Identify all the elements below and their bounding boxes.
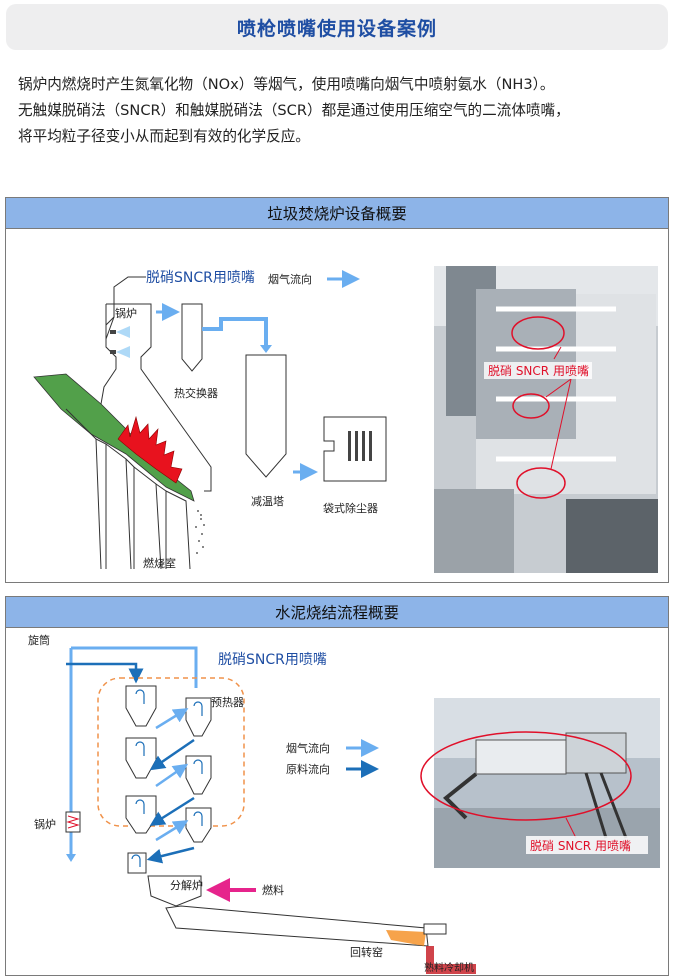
chamber-hopper-walls bbox=[95, 438, 167, 569]
incinerator-nozzle-label: 脱硝SNCR用喷嘴 bbox=[146, 270, 255, 286]
photo-highlight-2 bbox=[512, 393, 550, 419]
cyclone-label: 旋筒 bbox=[28, 633, 50, 647]
intro-line-1: 锅炉内燃烧时产生氮氧化物（NOx）等烟气，使用喷嘴向烟气中喷射氨水（NH3）。 bbox=[18, 76, 555, 93]
cement-diagram: 旋筒 脱硝SNCR用喷嘴 预热器 bbox=[28, 633, 660, 974]
calciner-label: 分解炉 bbox=[170, 878, 203, 892]
furnace-wall-left bbox=[100, 304, 117, 405]
calciner bbox=[147, 875, 202, 907]
cement-panel-header: 水泥烧结流程概要 bbox=[6, 597, 668, 628]
nozzle-icon-1 bbox=[110, 326, 130, 338]
incinerator-title: 垃圾焚烧炉设备概要 bbox=[267, 205, 407, 223]
incinerator-photo bbox=[434, 266, 658, 573]
cement-nozzle-label: 脱硝SNCR用喷嘴 bbox=[218, 652, 327, 668]
intro-line-3: 将平均粒子径变小从而起到有效的化学反应。 bbox=[18, 128, 310, 145]
photo-highlight-1 bbox=[511, 316, 565, 350]
boiler-box bbox=[65, 811, 81, 833]
rotary-kiln bbox=[165, 905, 429, 947]
incinerator-photo-caption: 脱硝 SNCR 用喷嘴 bbox=[488, 363, 589, 378]
incinerator-photo-caption-bg bbox=[484, 362, 592, 379]
intro-text: 锅炉内燃烧时产生氮氧化物（NOx）等烟气，使用喷嘴向烟气中喷射氨水（NH3）。 … bbox=[18, 72, 663, 150]
incinerator-panel: 垃圾焚烧炉设备概要 脱硝SNCR用喷嘴 锅炉 bbox=[5, 197, 669, 583]
top-duct-raw bbox=[66, 662, 144, 684]
cyclone-swirl-icons bbox=[131, 689, 203, 867]
raw-flow-label: 原料流向 bbox=[286, 762, 330, 776]
nozzle-icon-2 bbox=[110, 346, 130, 358]
cement-title: 水泥烧结流程概要 bbox=[274, 604, 399, 622]
waste-pile bbox=[33, 373, 195, 502]
furnace-wall-right bbox=[106, 303, 212, 492]
cement-photo-caption-bg bbox=[526, 836, 648, 854]
bag-filter-label: 袋式除尘器 bbox=[323, 501, 378, 515]
preheater-label: 预热器 bbox=[211, 696, 244, 709]
cement-photo-highlight bbox=[420, 731, 632, 821]
kiln-burner bbox=[423, 923, 447, 935]
cooler-label: 熟料冷却机 bbox=[424, 961, 474, 974]
heat-exchanger-label: 热交换器 bbox=[174, 386, 218, 400]
boiler-label: 锅炉 bbox=[115, 307, 137, 320]
kiln-flame-icon bbox=[386, 930, 426, 946]
cooling-tower-label: 减温塔 bbox=[251, 495, 284, 508]
nozzle-callout-line-2 bbox=[105, 316, 115, 340]
preheater-raw-arrows bbox=[146, 738, 195, 864]
boiler-flow-arrow bbox=[66, 854, 76, 862]
preheater-outline bbox=[97, 677, 245, 827]
combustion-chamber-label: 燃烧室 bbox=[143, 556, 176, 570]
clinker-cooler bbox=[426, 946, 476, 974]
incinerator-panel-header: 垃圾焚烧炉设备概要 bbox=[6, 198, 668, 229]
intro-line-2: 无触媒脱硝法（SNCR）和触媒脱硝法（SCR）都是通过使用压缩空气的二流体喷嘴， bbox=[18, 102, 570, 119]
cement-photo-caption: 脱硝 SNCR 用喷嘴 bbox=[530, 838, 631, 853]
duct-to-cooling-tower bbox=[202, 317, 268, 347]
cooling-tower bbox=[245, 354, 287, 478]
ash-dots bbox=[195, 510, 205, 554]
flue-arrow-2 bbox=[260, 345, 272, 353]
boiler-coil-icon bbox=[66, 815, 80, 829]
nozzle-callout-line bbox=[105, 276, 146, 326]
kiln-label: 回转窑 bbox=[350, 945, 383, 959]
flame-icon bbox=[117, 415, 183, 484]
bag-filter-bags bbox=[348, 431, 372, 461]
page-title-bar: 喷枪喷嘴使用设备案例 bbox=[6, 4, 668, 50]
top-duct-flue bbox=[71, 646, 198, 688]
page-title: 喷枪喷嘴使用设备案例 bbox=[236, 17, 437, 40]
photo-highlight-3 bbox=[516, 467, 566, 499]
cement-panel: 水泥烧结流程概要 旋筒 脱硝SNCR用喷嘴 预热器 bbox=[5, 596, 669, 976]
preheater-flue-arrows bbox=[155, 708, 189, 842]
heat-exchanger bbox=[181, 303, 203, 372]
cement-flue-flow-label: 烟气流向 bbox=[286, 741, 330, 755]
cement-boiler-label: 锅炉 bbox=[34, 818, 56, 831]
cyclone-stages bbox=[125, 685, 212, 874]
incinerator-diagram: 脱硝SNCR用喷嘴 锅炉 燃烧室 bbox=[33, 266, 658, 573]
flue-flow-label: 烟气流向 bbox=[268, 272, 312, 286]
fuel-label: 燃料 bbox=[262, 883, 284, 897]
